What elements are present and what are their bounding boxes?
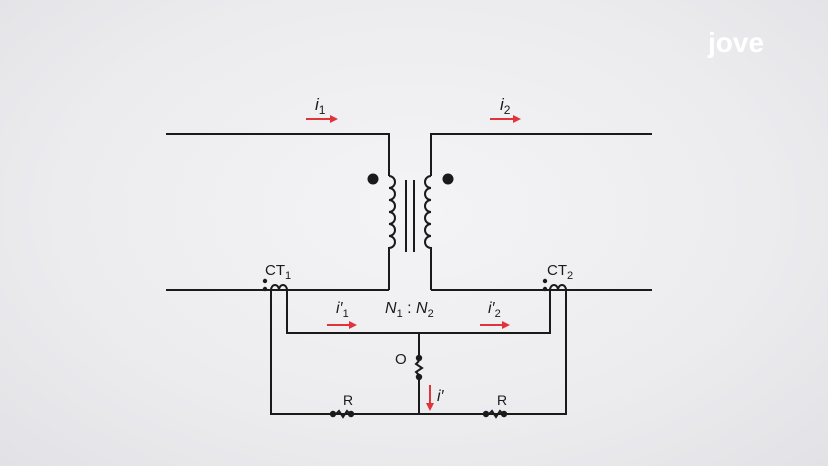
secondary-winding [424, 175, 432, 290]
polarity-dot-left [367, 173, 379, 185]
arrow-i1-prime-head [349, 321, 357, 329]
arrow-i2-prime-head [502, 321, 510, 329]
resistor-left-dot-a [329, 410, 337, 418]
resistor-right-dot-a [482, 410, 490, 418]
label-resistor-right: R [497, 392, 507, 408]
label-i-prime: i′ [437, 388, 445, 405]
top-left-line [166, 133, 390, 176]
label-i2: i2 [500, 95, 511, 117]
label-resistor-left: R [343, 392, 353, 408]
arrow-i2-head [513, 115, 521, 123]
ct2-coil [549, 284, 567, 301]
resistor-right-dot-b [500, 410, 508, 418]
top-right-line [430, 133, 652, 176]
ct1-dot-bottom [262, 286, 268, 292]
label-node-o: O [395, 351, 407, 368]
ct1-dot-top [262, 278, 268, 284]
jove-logo: jove [707, 27, 764, 58]
resistor-left [335, 409, 351, 419]
label-i1: i1 [315, 95, 326, 117]
ct2-dot-top [542, 278, 548, 284]
node-o-dot-bottom [415, 373, 423, 381]
resistor-right [488, 409, 504, 419]
label-ct2: CT2 [547, 262, 573, 282]
label-turns-ratio: N1 : N2 [385, 300, 434, 320]
label-ct1: CT1 [265, 262, 291, 282]
ct2-dot-bottom [542, 286, 548, 292]
arrow-i-prime-head [426, 403, 434, 411]
label-i2-prime: i′2 [488, 300, 501, 320]
polarity-dot-right [442, 173, 454, 185]
label-i1-prime: i′1 [336, 300, 349, 320]
resistor-left-dot-b [347, 410, 355, 418]
arrow-i1-head [330, 115, 338, 123]
node-o-dot-top [415, 354, 423, 362]
relay-operating-coil [414, 360, 424, 376]
primary-winding [388, 175, 396, 290]
ct1-coil [270, 284, 288, 301]
